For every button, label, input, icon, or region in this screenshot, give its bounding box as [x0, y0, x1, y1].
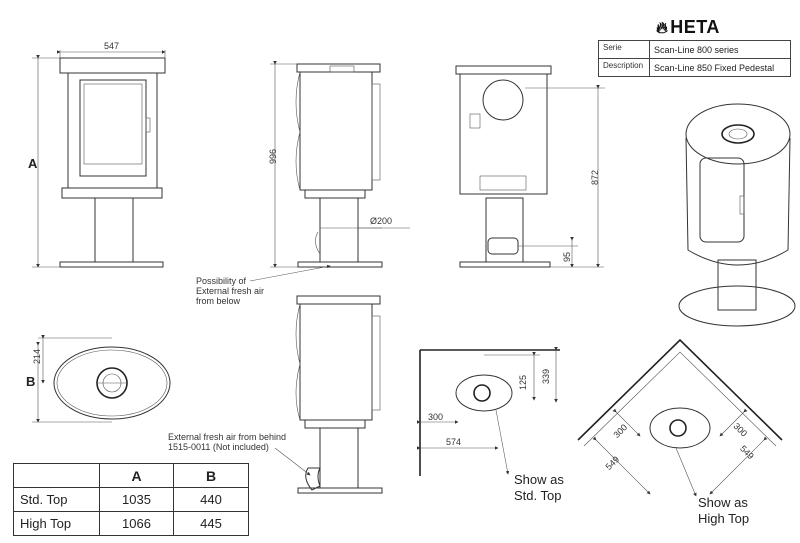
dim-corner-300-right-label: 300: [732, 421, 750, 439]
perspective-view: [678, 103, 796, 327]
front-body: [67, 72, 158, 189]
table-cell: Std. Top: [13, 487, 100, 512]
title-block-row: Description Scan-Line 850 Fixed Pedestal: [598, 58, 791, 77]
top-view: 214 B: [26, 335, 171, 423]
description-key: Description: [598, 58, 650, 77]
front-door: [79, 79, 147, 177]
dim-125-label: 125: [518, 375, 528, 390]
corner-clearance-high: 300 300 549 549: [577, 338, 783, 497]
title-block-table: Serie Scan-Line 800 series Description S…: [598, 40, 791, 77]
note-below-line1: Possibility of: [196, 276, 247, 286]
table-row: Std. Top 1035 440: [13, 487, 249, 512]
show-as-std-top-line2: Std. Top: [514, 488, 561, 503]
front-glass: [83, 83, 143, 165]
show-as-std-top-line1: Show as: [514, 472, 564, 487]
table-cell: 440: [173, 487, 249, 512]
heta-logo: 🔥︎HETA: [656, 17, 720, 38]
dim-339-label: 339: [541, 369, 551, 384]
table-cell: 1066: [99, 511, 174, 536]
dim-872-label: 872: [590, 170, 600, 185]
fresh-air-kit: [305, 467, 321, 491]
note-below-line3: from below: [196, 296, 241, 306]
note-fresh-air-behind: External fresh air from behind 1515-0011…: [168, 432, 286, 452]
description-value: Scan-Line 850 Fixed Pedestal: [649, 58, 791, 77]
dim-corner-549-right-label: 549: [738, 444, 756, 462]
note-fresh-air-below: Possibility of External fresh air from b…: [196, 264, 331, 306]
dim-996-label: 996: [268, 149, 278, 164]
dim-214-label: 214: [32, 349, 42, 364]
dim-b-label: B: [26, 374, 35, 389]
rear-air-inlet: [487, 237, 519, 255]
front-base-block: [61, 187, 163, 199]
wall-clearance-std: 125 339 300 574: [417, 347, 560, 476]
front-pedestal: [94, 197, 134, 263]
dim-corner-300-left-label: 300: [612, 422, 630, 440]
note-below-line2: External fresh air: [196, 286, 264, 296]
note-behind-line1: External fresh air from behind: [168, 432, 286, 442]
show-as-high-top-line1: Show as: [698, 495, 748, 510]
table-cell: High Top: [13, 511, 100, 536]
table-header-cell: A: [99, 463, 174, 488]
dim-corner-549-left-label: 549: [604, 454, 622, 472]
dim-547-label: 547: [104, 41, 119, 51]
side-view-bottom: [274, 295, 383, 494]
flame-icon: 🔥︎: [656, 20, 669, 37]
front-top-plate: [59, 57, 166, 74]
dim-95-label: 95: [562, 252, 572, 262]
table-cell: 445: [173, 511, 249, 536]
front-view: 547 A: [28, 41, 166, 268]
table-row: High Top 1066 445: [13, 511, 249, 536]
table-header-row: A B: [13, 463, 249, 488]
dim-a-label: A: [28, 156, 38, 171]
dim-300-std-label: 300: [428, 412, 443, 422]
flue-outlet: [482, 79, 524, 121]
show-as-high-top-line2: High Top: [698, 511, 749, 526]
side-view-top: 996 Ø200: [268, 61, 410, 268]
table-header-cell: [13, 463, 100, 488]
front-foot-plate: [59, 261, 164, 268]
front-handle: [145, 117, 151, 133]
height-depth-table: A B Std. Top 1035 440 High Top 1066 445: [13, 463, 249, 536]
logo-text: HETA: [670, 17, 720, 37]
table-header-cell: B: [173, 463, 249, 488]
rear-view: 872 95: [455, 65, 605, 268]
note-behind-line2: 1515-0011 (Not included): [168, 442, 269, 452]
dim-574-label: 574: [446, 437, 461, 447]
dim-dia-200-label: Ø200: [370, 216, 392, 226]
table-cell: 1035: [99, 487, 174, 512]
